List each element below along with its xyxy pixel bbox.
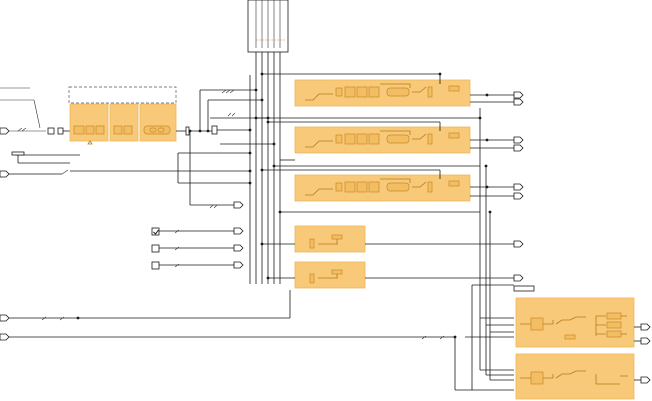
- parameter-checkbox-checked[interactable]: [151, 227, 244, 236]
- input-port-3[interactable]: [0, 314, 10, 322]
- input-filter-block-a[interactable]: [69, 103, 109, 145]
- channel-block-3[interactable]: [294, 174, 471, 202]
- channel-wiring: [9, 73, 514, 391]
- parameter-checkbox-unchecked-2[interactable]: [151, 261, 244, 270]
- output-ports-bottom[interactable]: [634, 323, 651, 384]
- row1-connectors: [9, 89, 274, 209]
- processing-block-2[interactable]: [515, 353, 635, 400]
- label-tag: [513, 285, 535, 292]
- bus-header[interactable]: [247, 0, 289, 53]
- input-lines-top: [0, 87, 70, 135]
- dashed-group-frame: [68, 86, 177, 104]
- output-port-row1[interactable]: [233, 201, 244, 209]
- input-filter-block-b[interactable]: [109, 103, 139, 142]
- gain-block-1[interactable]: [294, 225, 366, 253]
- input-port-4[interactable]: [0, 333, 10, 341]
- input-port-2[interactable]: [0, 170, 10, 178]
- parameter-checkbox-unchecked-1[interactable]: [151, 244, 244, 253]
- vertical-bus: [249, 52, 281, 284]
- output-ports-right[interactable]: [513, 91, 524, 282]
- processing-block-1[interactable]: [515, 297, 635, 348]
- input-port-1[interactable]: [0, 127, 10, 135]
- channel-block-2[interactable]: [294, 126, 471, 154]
- input-filter-block-c[interactable]: [139, 103, 177, 142]
- gain-block-2[interactable]: [294, 261, 366, 289]
- channel-block-1[interactable]: [294, 79, 471, 107]
- junction-dots: [76, 72, 492, 339]
